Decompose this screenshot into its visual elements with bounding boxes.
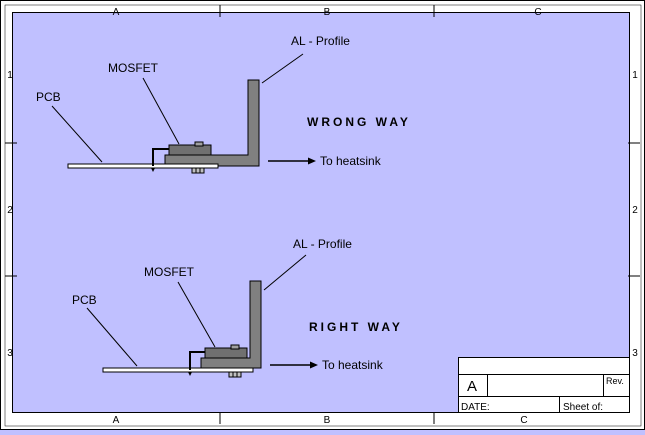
column-label-top-b: B	[324, 7, 331, 18]
row-label-right-1: 1	[632, 70, 638, 81]
wrong-heatsink-arrowhead	[308, 157, 316, 165]
wrong-pcb-leader	[51, 105, 103, 163]
title-block-size: A	[467, 378, 477, 395]
right-nut	[228, 371, 242, 378]
right-label-pcb: PCB	[72, 293, 97, 307]
column-label-bottom-b: B	[324, 415, 331, 426]
title-block-sheet-label: Sheet of:	[563, 402, 603, 413]
row-label-left-2: 2	[7, 205, 13, 216]
right-label-mosfet: MOSFET	[144, 265, 195, 279]
column-label-bottom-a: A	[113, 415, 120, 426]
right-way-title: RIGHT WAY	[309, 320, 403, 334]
row-label-right-3: 3	[632, 348, 638, 359]
wrong-pcb	[67, 163, 219, 169]
wrong-way-diagram: AL - Profile MOSFET PCB To heatsink WRON…	[36, 34, 411, 174]
wrong-mosfet-lead	[152, 148, 169, 166]
column-label-top-a: A	[113, 7, 120, 18]
column-label-top-c: C	[534, 7, 541, 18]
title-block-date-label: DATE:	[461, 402, 490, 413]
title-block-rev-label: Rev.	[606, 376, 624, 386]
wrong-nut	[191, 167, 205, 174]
wrong-label-profile: AL - Profile	[291, 34, 350, 48]
right-label-heatsink: To heatsink	[322, 358, 384, 372]
wrong-way-title: WRONG WAY	[307, 115, 411, 129]
right-mosfet-screw-head	[230, 344, 240, 350]
title-block: A Rev. DATE: Sheet of:	[458, 357, 630, 413]
wrong-solder-joint	[151, 168, 155, 172]
right-pcb	[102, 367, 254, 373]
wrong-label-pcb: PCB	[36, 90, 61, 104]
right-mosfet	[204, 347, 248, 359]
right-pcb-leader	[86, 307, 138, 367]
column-label-bottom-c: C	[520, 415, 527, 426]
row-label-right-2: 2	[632, 205, 638, 216]
wrong-mosfet-screw-head	[194, 141, 204, 147]
inner-border	[12, 12, 630, 413]
frame-guide	[4, 4, 642, 427]
row-label-left-3: 3	[7, 348, 13, 359]
right-way-diagram: AL - Profile MOSFET PCB To heatsink RIGH…	[72, 237, 403, 378]
right-label-profile: AL - Profile	[293, 237, 352, 251]
right-profile-leader	[263, 254, 307, 291]
wrong-profile-leader	[261, 53, 304, 84]
wrong-label-heatsink: To heatsink	[320, 154, 382, 168]
right-heatsink-arrowhead	[310, 361, 318, 369]
right-mosfet-lead	[189, 351, 205, 370]
wrong-label-mosfet: MOSFET	[108, 61, 159, 75]
row-label-left-1: 1	[7, 70, 13, 81]
wrong-mosfet	[168, 144, 212, 156]
right-mosfet-leader	[177, 281, 216, 348]
right-solder-joint	[188, 372, 192, 376]
wrong-mosfet-leader	[142, 77, 180, 145]
